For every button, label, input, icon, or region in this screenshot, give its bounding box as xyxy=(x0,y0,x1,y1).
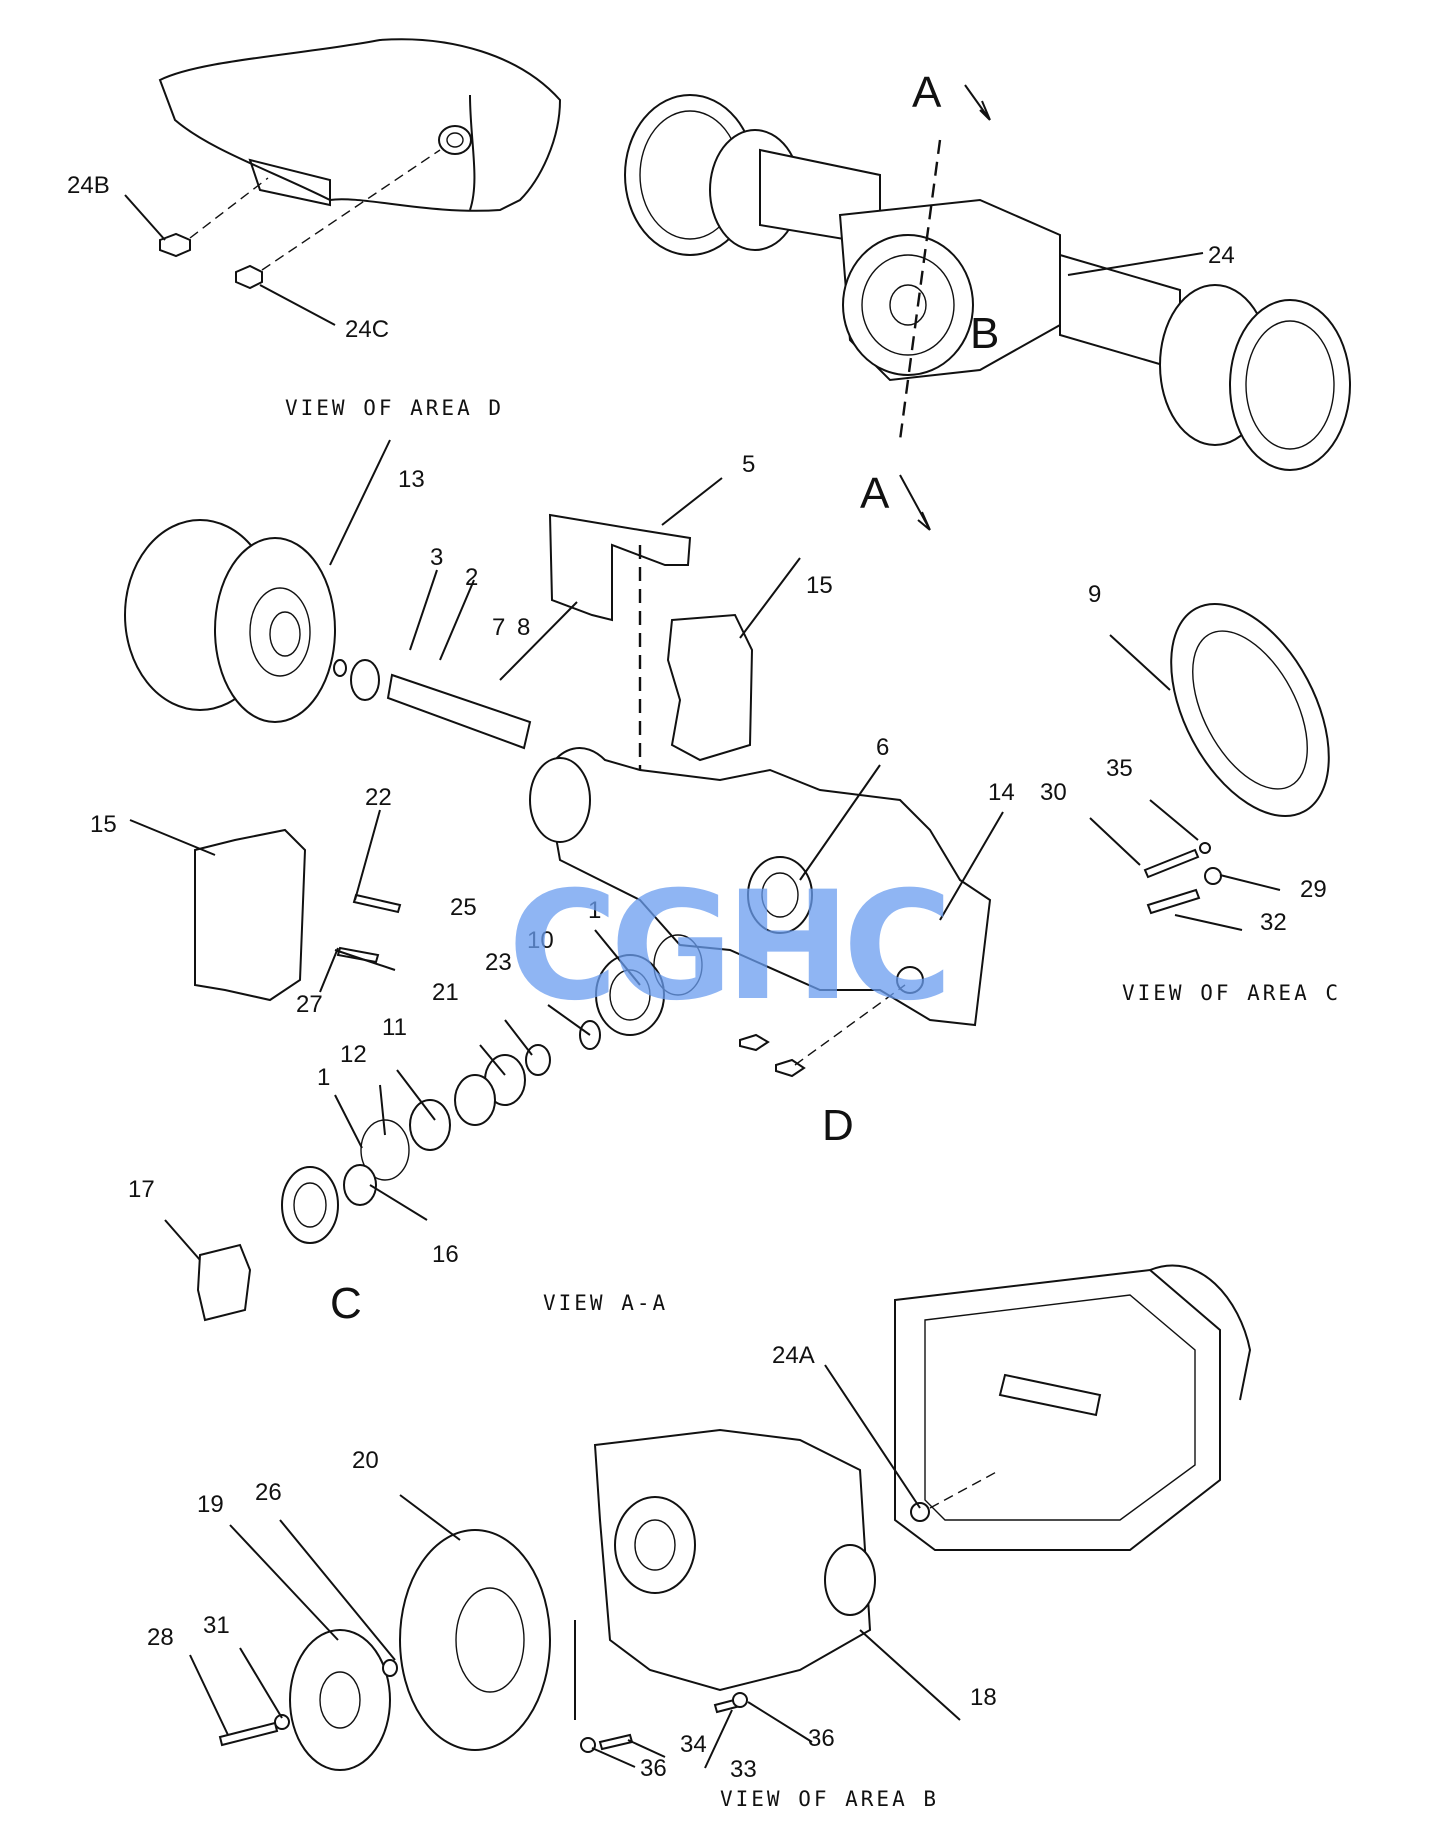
caption-area-c: VIEW OF AREA C xyxy=(1122,981,1341,1005)
view-area-d xyxy=(124,38,562,326)
caption-area-d: VIEW OF AREA D xyxy=(285,396,504,420)
callout-21: 21 xyxy=(432,979,459,1006)
view-area-b xyxy=(189,1264,1252,1771)
callout-26: 26 xyxy=(255,1479,282,1506)
callout-16: 16 xyxy=(432,1241,459,1268)
view-area-c xyxy=(1089,602,1330,931)
callout-13: 13 xyxy=(398,466,425,493)
callout-28: 28 xyxy=(147,1624,174,1651)
flange-9 xyxy=(1170,602,1330,818)
disc-20 xyxy=(399,1529,551,1751)
callout-25: 25 xyxy=(450,894,477,921)
callout-7: 7 xyxy=(492,614,505,641)
callouts: 24B 24C 24 13 3 2 7 8 5 15 6 14 9 35 30 … xyxy=(67,172,1327,1783)
carrier-18 xyxy=(593,1428,872,1692)
callout-31: 31 xyxy=(203,1612,230,1639)
callout-5: 5 xyxy=(742,451,755,478)
marker-a-top: A xyxy=(912,68,942,117)
callout-6: 6 xyxy=(876,734,889,761)
callout-34: 34 xyxy=(680,1731,707,1758)
callout-15-lower: 15 xyxy=(90,811,117,838)
callout-24C: 24C xyxy=(345,316,389,343)
callout-12: 12 xyxy=(340,1041,367,1068)
view-a-a xyxy=(124,439,1004,1322)
callout-32: 32 xyxy=(1260,909,1287,936)
callout-30: 30 xyxy=(1040,779,1067,806)
callout-35: 35 xyxy=(1106,755,1133,782)
marker-a-bottom: A xyxy=(860,469,890,518)
callout-9: 9 xyxy=(1088,581,1101,608)
view-captions: VIEW OF AREA D VIEW A-A VIEW OF AREA C V… xyxy=(285,396,1341,1811)
callout-24A: 24A xyxy=(772,1342,815,1369)
callout-18: 18 xyxy=(970,1684,997,1711)
callout-23: 23 xyxy=(485,949,512,976)
callout-1-upper: 1 xyxy=(588,897,601,924)
callout-36-right: 36 xyxy=(808,1725,835,1752)
callout-8: 8 xyxy=(517,614,530,641)
boss-fitting xyxy=(438,125,472,155)
callout-10: 10 xyxy=(527,927,554,954)
marker-c: C xyxy=(330,1279,362,1328)
callout-1-lower: 1 xyxy=(317,1064,330,1091)
callout-11: 11 xyxy=(382,1014,407,1041)
cover-5 xyxy=(548,513,692,622)
yoke-19 xyxy=(289,1629,391,1771)
marker-d: D xyxy=(822,1101,854,1150)
caption-a-a: VIEW A-A xyxy=(543,1291,668,1315)
watermark-text: CGHC xyxy=(508,860,945,1034)
callout-24B: 24B xyxy=(67,172,110,199)
callout-29: 29 xyxy=(1300,876,1327,903)
callout-33: 33 xyxy=(730,1756,757,1783)
callout-19: 19 xyxy=(197,1491,224,1518)
plug-24C xyxy=(235,264,263,290)
callout-27: 27 xyxy=(296,991,323,1018)
callout-36-left: 36 xyxy=(640,1755,667,1782)
callout-15-upper: 15 xyxy=(806,572,833,599)
watermark: CGHC xyxy=(508,860,953,1034)
callout-14: 14 xyxy=(988,779,1015,806)
callout-3: 3 xyxy=(430,544,443,571)
seal-6 xyxy=(747,856,813,934)
caption-area-b: VIEW OF AREA B xyxy=(720,1787,939,1811)
ring-10 xyxy=(595,954,665,1036)
callout-17: 17 xyxy=(128,1176,155,1203)
callout-22: 22 xyxy=(365,784,392,811)
callout-20: 20 xyxy=(352,1447,379,1474)
section-markers: A A B C D xyxy=(330,68,999,1328)
marker-b: B xyxy=(970,309,999,358)
plug-24B xyxy=(159,232,191,258)
callout-2: 2 xyxy=(465,564,478,591)
callout-24: 24 xyxy=(1208,242,1235,269)
axle-assembly xyxy=(624,84,1351,531)
